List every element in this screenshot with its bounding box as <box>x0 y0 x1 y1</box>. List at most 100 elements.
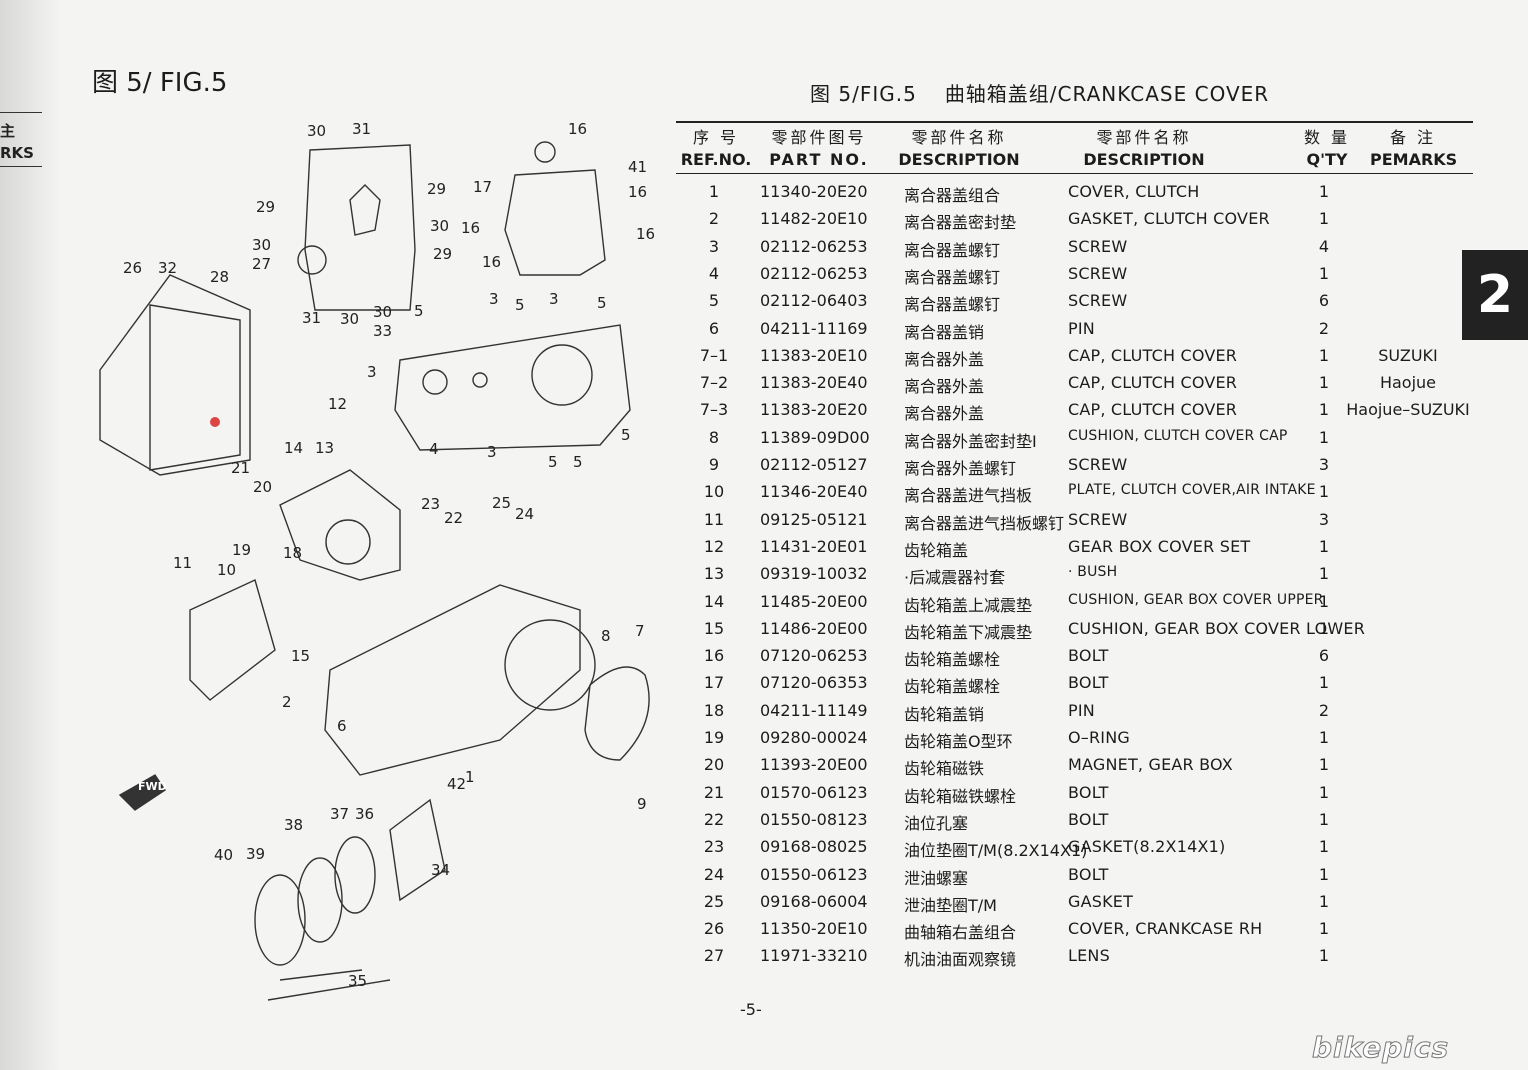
cell-qty: 1 <box>1318 809 1330 829</box>
cell-ref: 10 <box>703 482 725 502</box>
cell-desc-cn: 齿轮箱盖下减震垫 <box>904 622 1033 642</box>
callout-label: 29 <box>427 180 447 198</box>
col-header-cn: 零部件名称 <box>1096 128 1192 147</box>
cell-desc-cn: 油位孔塞 <box>904 813 969 833</box>
cell-desc-cn: 油位垫圈T/M(8.2X14X1) <box>904 841 1088 861</box>
callout-label: 31 <box>352 120 372 138</box>
callout-label: 30 <box>430 217 450 235</box>
cell-ref: 9 <box>708 455 720 474</box>
callout-label: 29 <box>433 245 453 263</box>
cell-desc-cn: 离合器外盖 <box>904 377 985 397</box>
cell-qty: 1 <box>1318 209 1330 229</box>
cell-qty: 6 <box>1318 291 1330 311</box>
callout-label: 21 <box>231 459 251 477</box>
cell-qty: 1 <box>1318 536 1330 556</box>
cell-qty: 1 <box>1318 400 1330 420</box>
cell-part-no: 11485-20E00 <box>760 591 868 611</box>
callout-label: 4 <box>429 440 439 458</box>
callout-label: 22 <box>444 509 464 527</box>
cell-part-no: 02112-05127 <box>760 455 868 474</box>
cell-qty: 1 <box>1318 263 1330 283</box>
callout-label: 24 <box>515 505 535 523</box>
callout-label: 11 <box>173 554 193 572</box>
col-header-desc-en: 零部件名称 DESCRIPTION <box>1066 127 1222 171</box>
callout-label: 33 <box>373 322 393 340</box>
callout-label: 25 <box>492 494 512 512</box>
cell-desc-cn: 离合器盖螺钉 <box>904 295 1001 315</box>
cell-desc-en: BOLT <box>1068 782 1109 802</box>
gearbox-cover-outline <box>279 469 401 581</box>
cell-desc-cn: 离合器外盖螺钉 <box>904 459 1017 478</box>
cell-desc-cn: ·后减震器衬套 <box>904 568 1006 588</box>
callout-label: 35 <box>348 972 368 990</box>
cell-part-no: 01550-08123 <box>760 809 868 829</box>
cell-ref: 23 <box>703 837 725 857</box>
prev-page-rule <box>0 112 42 113</box>
callout-label: 5 <box>621 426 631 444</box>
main-cover-outline <box>324 584 581 776</box>
cell-part-no: 11340-20E20 <box>760 182 868 201</box>
cell-ref: 2 <box>708 209 720 229</box>
cell-desc-en: CUSHION, GEAR BOX COVER LOWER <box>1068 618 1366 638</box>
callout-label: 3 <box>549 290 559 308</box>
cell-qty: 1 <box>1318 837 1330 857</box>
callout-label: 20 <box>253 478 273 496</box>
cell-desc-en: GEAR BOX COVER SET <box>1068 536 1251 556</box>
prev-remarks-cn: 主 <box>0 122 16 140</box>
cell-part-no: 09280-00024 <box>760 728 868 747</box>
cell-ref: 19 <box>703 728 725 747</box>
cell-qty: 1 <box>1318 618 1330 638</box>
callout-label: 16 <box>628 183 648 201</box>
callout-label: 36 <box>355 805 375 823</box>
cell-qty: 1 <box>1318 891 1330 911</box>
prev-remarks-en: RKS <box>0 144 34 162</box>
cell-part-no: 09168-06004 <box>760 891 868 911</box>
cell-part-no: 11383-20E20 <box>760 400 868 420</box>
callout-label: 5 <box>548 453 558 471</box>
cell-qty: 1 <box>1318 591 1330 611</box>
cell-qty: 2 <box>1318 318 1330 338</box>
table-header-rule <box>676 173 1473 174</box>
cell-desc-cn: 泄油垫圈T/M <box>904 895 997 915</box>
cell-desc-cn: 齿轮箱盖销 <box>904 704 985 724</box>
callout-label: 17 <box>473 178 493 196</box>
cell-desc-en: SCREW <box>1068 236 1128 256</box>
callout-label: 14 <box>284 439 304 457</box>
cell-ref: 22 <box>703 809 725 829</box>
cell-part-no: 02112-06253 <box>760 236 868 256</box>
cell-desc-cn: 齿轮箱盖上减震垫 <box>904 595 1033 615</box>
cell-desc-en: GASKET, CLUTCH COVER <box>1068 209 1270 229</box>
cell-ref: 21 <box>703 782 725 802</box>
section-title: 曲轴箱盖组/CRANKCASE COVER <box>944 82 1270 106</box>
fwd-label: FWD <box>138 780 167 793</box>
cell-qty: 1 <box>1318 728 1330 747</box>
cell-desc-en: BOLT <box>1068 673 1109 693</box>
callout-label: 29 <box>256 198 276 216</box>
cell-desc-en: PLATE, CLUTCH COVER,AIR INTAKE <box>1068 482 1316 499</box>
callout-label: 7 <box>635 622 645 640</box>
col-header-qty: 数 量 Q'TY <box>1296 127 1358 171</box>
cell-desc-en: COVER, CRANKCASE RH <box>1068 919 1263 939</box>
cell-desc-cn: 曲轴箱右盖组合 <box>904 923 1017 943</box>
cell-desc-cn: 泄油螺塞 <box>904 868 969 888</box>
cell-desc-en: CUSHION, GEAR BOX COVER UPPER <box>1068 591 1324 608</box>
callout-label: 30 <box>373 303 393 321</box>
cell-part-no: 07120-06253 <box>760 646 868 666</box>
callout-label: 32 <box>158 259 178 277</box>
col-header-en: DESCRIPTION <box>898 150 1020 169</box>
